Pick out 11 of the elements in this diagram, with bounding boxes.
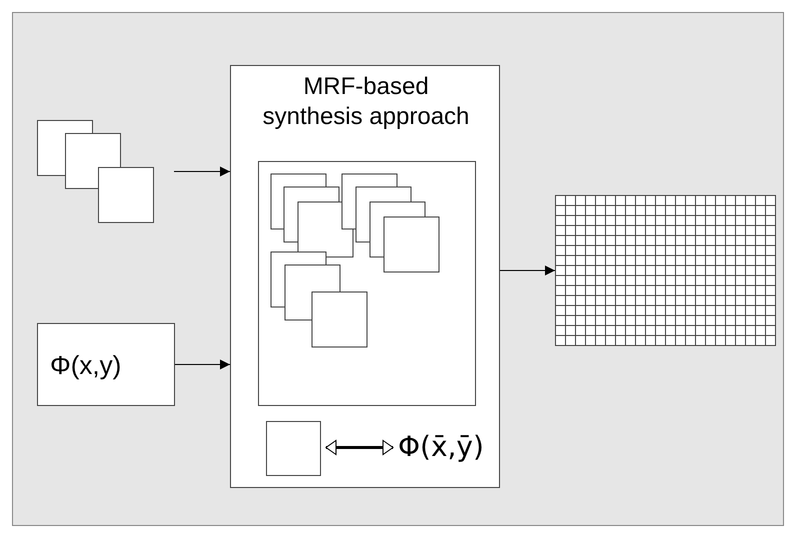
double-arrow bbox=[326, 440, 394, 455]
formula-box bbox=[37, 323, 175, 406]
patch-square bbox=[266, 421, 321, 476]
formula-text: Φ(x,y) bbox=[50, 350, 122, 381]
process-box bbox=[230, 65, 500, 488]
arrow bbox=[500, 266, 556, 276]
arrow bbox=[174, 360, 230, 370]
box-title: MRF-based synthesis approach bbox=[262, 72, 470, 132]
formula-text: Φ(x̄,ȳ) bbox=[398, 430, 484, 463]
patch-area-box bbox=[258, 161, 476, 406]
arrow bbox=[174, 166, 230, 176]
